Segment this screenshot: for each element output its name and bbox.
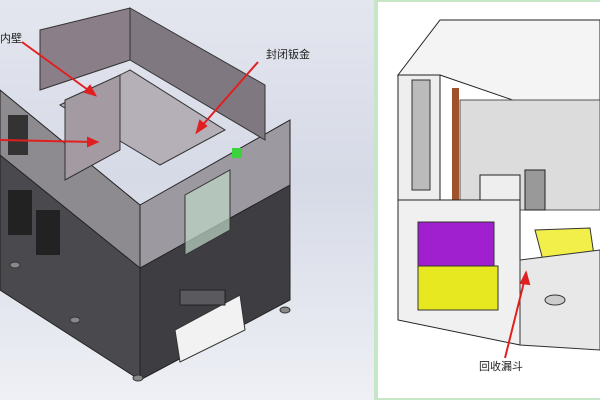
inner-wall-right xyxy=(129,7,266,141)
purple-block xyxy=(417,221,495,267)
vent xyxy=(8,190,32,235)
label-recovery-funnel: 回收漏斗 xyxy=(479,360,523,373)
right-view-panel: 回收漏斗 xyxy=(376,0,600,400)
glass-door xyxy=(184,169,231,256)
vent xyxy=(8,115,28,155)
label-inner-wall: 内壁 xyxy=(0,32,22,45)
annotation-arrow xyxy=(504,270,531,359)
vent xyxy=(36,210,60,255)
left-rail xyxy=(411,79,431,191)
brown-column xyxy=(452,88,459,213)
spindle xyxy=(524,169,546,211)
yellow-block xyxy=(417,265,499,311)
machine-section-drawing xyxy=(396,19,600,359)
annotation-arrows xyxy=(0,41,259,148)
machine-isometric-drawing xyxy=(0,7,291,382)
drawer-cart xyxy=(174,294,246,363)
partition xyxy=(64,74,121,181)
drawer-handle xyxy=(179,289,226,306)
green-sensor xyxy=(232,148,242,158)
feet xyxy=(9,261,291,382)
left-view-panel: 内壁 封闭钣金 xyxy=(0,0,376,400)
label-enclosed-sheet-metal: 封闭钣金 xyxy=(266,48,310,61)
